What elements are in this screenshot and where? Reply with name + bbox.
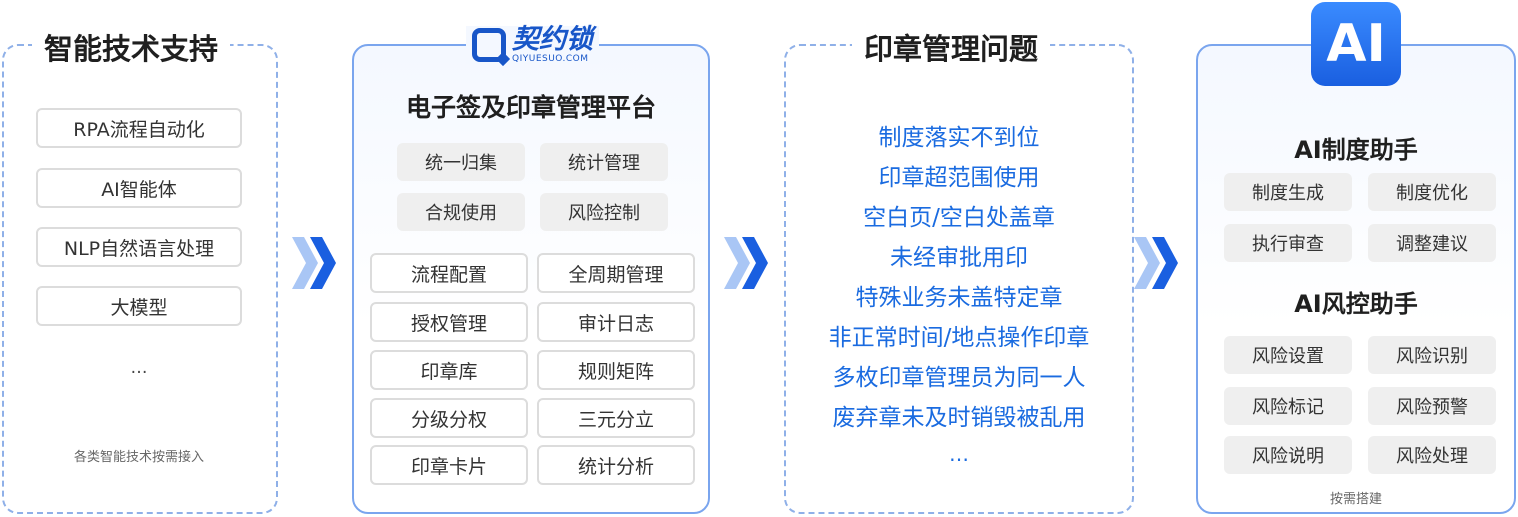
chevron-right-icon [292,237,336,289]
platform-feature: 授权管理 [370,302,528,342]
platform-feature: 三元分立 [537,398,695,438]
ai-chip: 制度优化 [1368,173,1496,211]
platform-chip: 合规使用 [397,193,525,231]
tech-note: 各类智能技术按需接入 [73,450,204,465]
tech-item-nlp: NLP自然语言处理 [36,227,242,267]
platform-feature: 统计分析 [537,445,695,485]
ai-chip: 风险处理 [1368,436,1496,474]
platform-feature: 印章库 [370,350,528,390]
ai-chip: 风险说明 [1224,436,1352,474]
issue-item: 印章超范围使用 [878,165,1040,191]
platform-chip: 统计管理 [540,143,668,181]
ai-section2-title: AI风控助手 [1294,290,1418,318]
logo-q-icon [472,28,506,62]
chevron-right-icon [1134,237,1178,289]
ai-chip: 风险预警 [1368,387,1496,425]
qiyuesuo-logo: 契约锁 QIYUESUO.COM [466,26,599,64]
logo-main-text: 契约锁 [512,24,593,55]
tech-ellipsis: … [130,358,148,378]
issue-item: 非正常时间/地点操作印章 [828,325,1090,351]
ai-section1-title: AI制度助手 [1294,136,1418,164]
issue-item: 特殊业务未盖特定章 [855,285,1063,311]
issue-item: 未经审批用印 [890,245,1028,271]
issues-title: 印章管理问题 [852,26,1051,68]
chevron-right-icon [724,237,768,289]
issue-item: 空白页/空白处盖章 [863,205,1055,231]
ai-chip: 执行审查 [1224,224,1352,262]
tech-item-ai-agent: AI智能体 [36,168,242,208]
ai-chip: 调整建议 [1368,224,1496,262]
tech-item-rpa: RPA流程自动化 [36,108,242,148]
platform-feature: 印章卡片 [370,445,528,485]
issue-item: 制度落实不到位 [878,125,1040,151]
platform-feature: 规则矩阵 [537,350,695,390]
ai-chip: 风险标记 [1224,387,1352,425]
ai-note: 按需搭建 [1329,492,1382,507]
platform-feature: 审计日志 [537,302,695,342]
logo-sub-text: QIYUESUO.COM [512,54,589,64]
ai-badge-icon: AI [1311,2,1401,86]
tech-title: 智能技术支持 [32,26,231,68]
platform-feature: 流程配置 [370,253,528,293]
tech-item-llm: 大模型 [36,286,242,326]
platform-feature: 分级分权 [370,398,528,438]
platform-chip: 统一归集 [397,143,525,181]
ai-panel: AI制度助手 AI风控助手 [1196,44,1516,514]
ai-chip: 风险识别 [1368,336,1496,374]
platform-feature: 全周期管理 [537,253,695,293]
issue-ellipsis: … [949,442,969,466]
ai-chip: 制度生成 [1224,173,1352,211]
issues-panel: 制度落实不到位 印章超范围使用 空白页/空白处盖章 未经审批用印 特殊业务未盖特… [784,44,1134,514]
issue-item: 废弃章未及时销毁被乱用 [832,405,1086,431]
platform-chip: 风险控制 [540,193,668,231]
ai-chip: 风险设置 [1224,336,1352,374]
platform-title: 电子签及印章管理平台 [405,93,656,122]
issue-item: 多枚印章管理员为同一人 [832,365,1086,391]
